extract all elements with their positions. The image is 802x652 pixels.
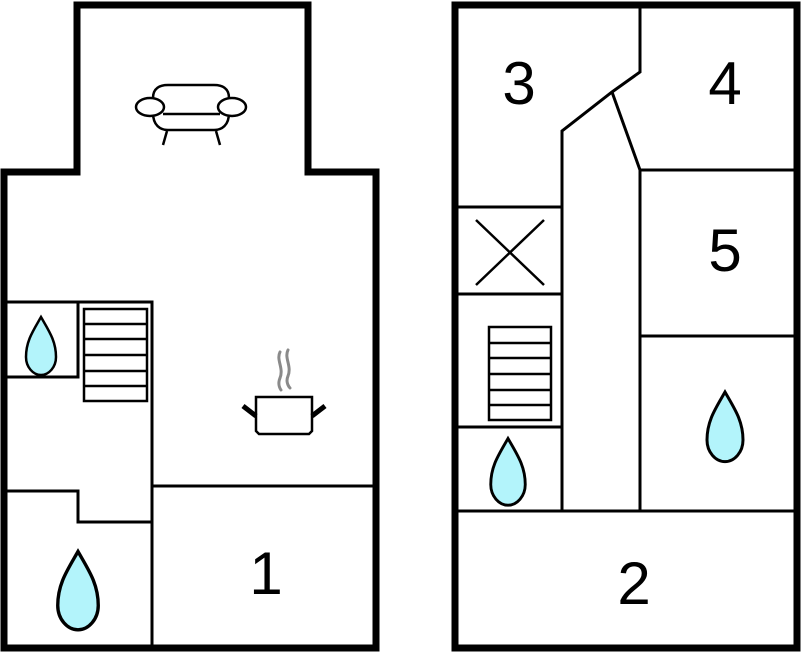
sofa-icon [134,83,248,146]
room-4-label: 4 [708,50,741,117]
room-4-wall [610,91,795,172]
cooking-pot-icon [241,348,327,436]
upper-floor-plan: 3 4 5 2 [451,1,801,652]
stairs-icon [82,307,149,403]
cross-icon [475,219,545,286]
upper-floor-outer-wall [451,1,801,652]
water-drop-icon [24,315,58,377]
small-bath-wall [6,302,80,379]
ground-floor-plan: 1 [0,1,380,652]
room-1-label: 1 [249,540,282,607]
stair-block-wall [6,300,154,648]
water-drop-icon [705,390,745,464]
room-3-wall [560,6,642,510]
room-3-label: 3 [502,50,535,117]
lower-bath-wall [6,489,152,524]
ground-floor-outer-wall [0,1,380,652]
water-drop-icon [56,549,100,632]
room-2-label: 2 [617,550,650,617]
room-5-label: 5 [708,217,741,284]
water-drop-icon [489,437,527,507]
stairs-icon [487,325,553,422]
